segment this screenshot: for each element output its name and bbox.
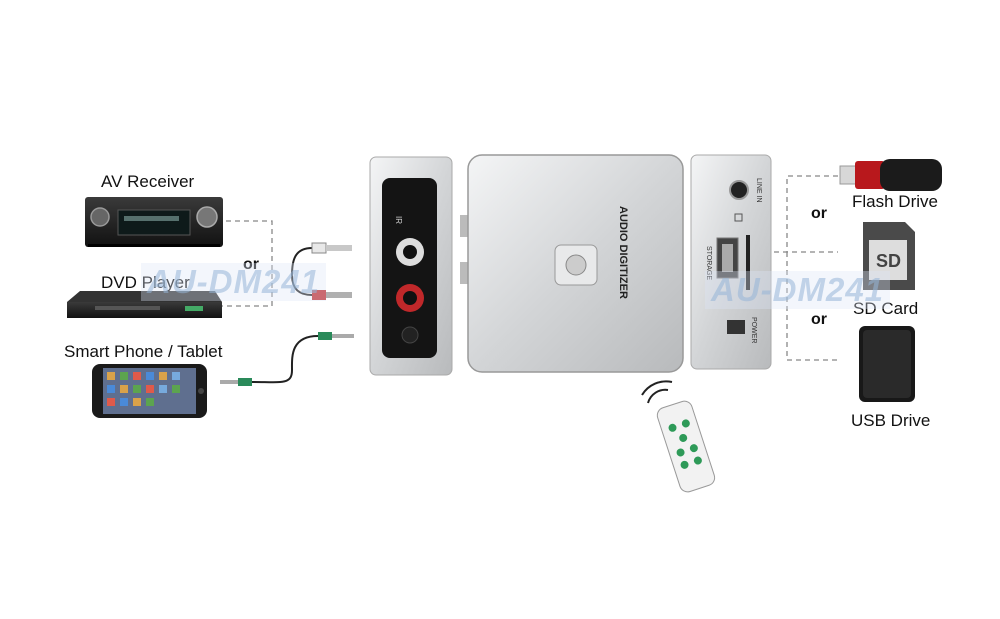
label-flash-drive: Flash Drive <box>852 192 938 211</box>
usb-drive-icon <box>859 326 915 402</box>
watermark-right: AU-DM241 <box>705 271 891 309</box>
power-label: POWER <box>750 317 757 343</box>
label-dvd-player: DVD Player <box>101 273 190 292</box>
device-left-panel: IR <box>369 156 453 376</box>
flash-drive-icon <box>839 159 942 191</box>
label-smart-phone: Smart Phone / Tablet <box>64 342 223 361</box>
aux-cable-icon <box>220 332 354 386</box>
watermark-left: AU-DM241 <box>141 263 327 301</box>
rca-cable-icon <box>290 242 352 300</box>
or-right-1: or <box>811 205 827 222</box>
or-left: or <box>243 256 259 273</box>
smartphone-icon <box>92 364 207 418</box>
device-top-text: AUDIO DIGITIZER <box>617 206 629 299</box>
device-right-panel: LINE IN STORAGE POWER <box>690 154 772 370</box>
storage-label: STORAGE <box>705 246 712 280</box>
label-av-receiver: AV Receiver <box>101 172 195 191</box>
label-usb-drive: USB Drive <box>851 411 931 430</box>
av-receiver-icon <box>85 197 223 247</box>
or-right-2: or <box>811 311 827 328</box>
left-dashed-connectors <box>222 220 273 307</box>
label-sd-card: SD Card <box>853 299 919 318</box>
remote-control-icon <box>641 380 716 493</box>
line-in-label: LINE IN <box>755 178 762 203</box>
sd-card-icon: SD <box>863 222 915 290</box>
ir-label: IR <box>394 216 403 224</box>
audio-digitizer-device: AUDIO DIGITIZER <box>460 154 684 373</box>
sd-card-logo-text: SD <box>876 251 901 271</box>
dvd-player-icon <box>67 291 222 318</box>
